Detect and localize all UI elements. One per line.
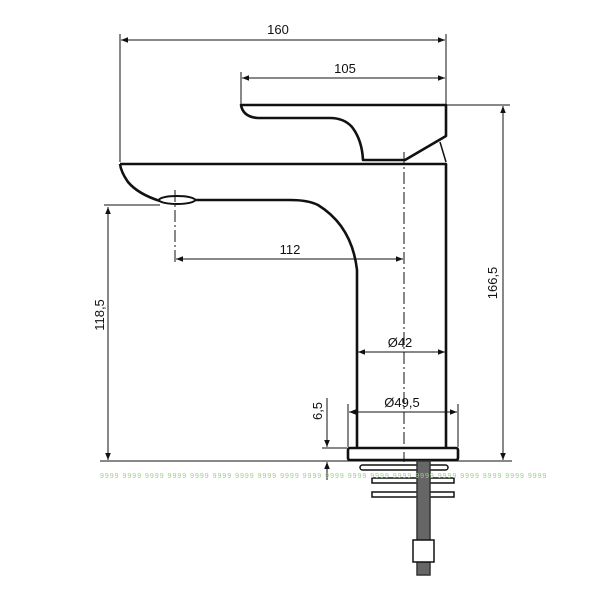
label-d49-5: Ø49,5 [384, 395, 419, 410]
label-d42: Ø42 [388, 335, 413, 350]
label-160: 160 [267, 22, 289, 37]
label-166-5: 166,5 [485, 267, 500, 300]
label-112: 112 [280, 242, 301, 257]
washer [359, 464, 449, 471]
label-6-5: 6,5 [310, 402, 325, 420]
label-118-5: 118,5 [92, 299, 107, 331]
washer [371, 491, 455, 498]
handle [239, 103, 448, 162]
faucet-body [118, 162, 448, 448]
aerator [158, 195, 196, 205]
base-plate [346, 446, 460, 462]
watermark: 9999 9999 9999 9999 9999 9999 9999 9999 … [100, 473, 547, 480]
handle-joint [439, 141, 447, 163]
label-105: 105 [334, 61, 356, 76]
washer [371, 477, 455, 484]
nut [412, 539, 435, 563]
